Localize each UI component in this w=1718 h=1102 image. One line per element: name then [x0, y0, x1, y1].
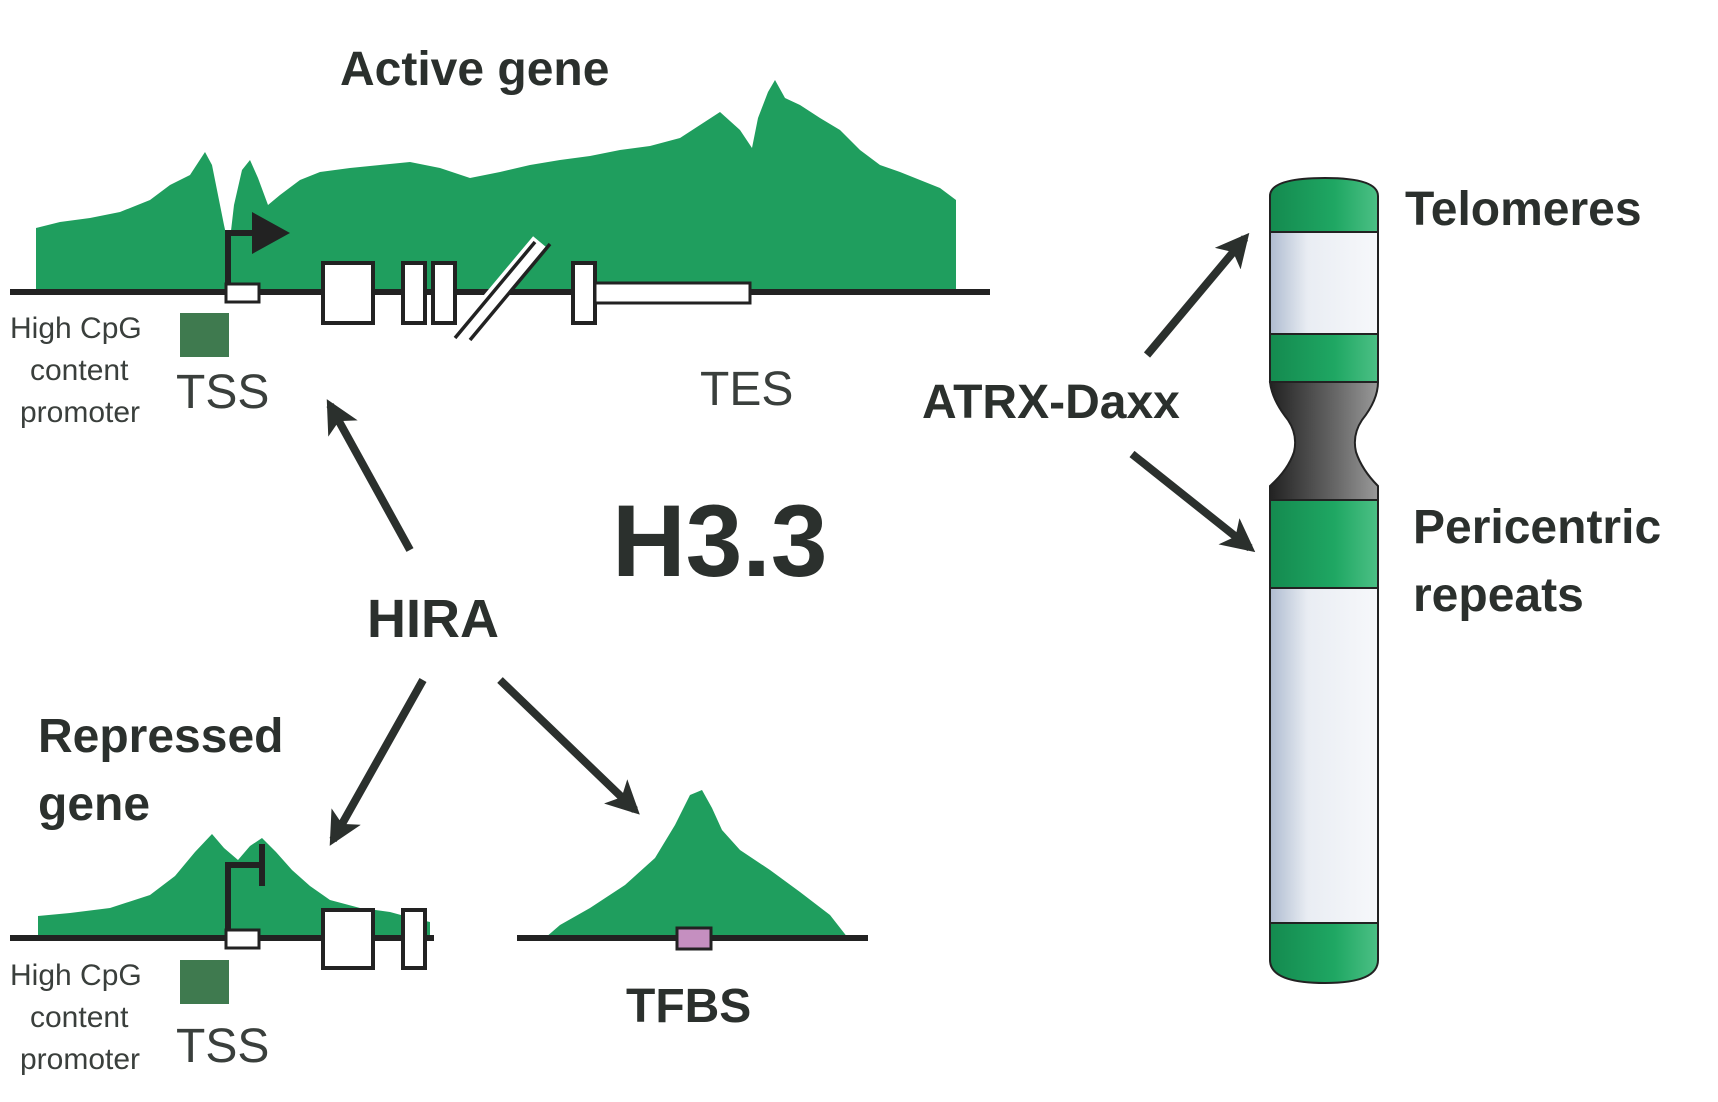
tss-label-active: TSS	[176, 366, 269, 419]
tss-arrow-icon	[225, 212, 290, 283]
pericentric-label-line2: repeats	[1413, 569, 1584, 622]
tss-label-repressed: TSS	[176, 1020, 269, 1073]
repressed-gene-exon-2	[401, 908, 427, 970]
active-gene-exon-3	[431, 261, 457, 325]
active-gene-enrichment-profile	[36, 80, 956, 292]
h33-title: H3.3	[612, 484, 827, 598]
telomeres-label: Telomeres	[1405, 183, 1642, 236]
promoter-label-active: promoter	[20, 396, 140, 429]
active-gene-exon-2	[401, 261, 427, 325]
hira-to-repressed-gene-arrow	[329, 678, 427, 846]
tfbs-box	[675, 926, 713, 951]
content-label-active: content	[30, 354, 129, 387]
high-cpg-label-repressed: High CpG	[10, 959, 142, 992]
tes-label: TES	[700, 363, 793, 416]
chromosome-icon	[1268, 176, 1380, 985]
hira-to-active-tss-arrow	[326, 399, 414, 552]
active-gene-promoter-box	[224, 282, 261, 304]
atrx-daxx-label: ATRX-Daxx	[922, 376, 1180, 429]
hira-to-tfbs-arrow	[497, 677, 640, 815]
active-gene-exon-1	[321, 261, 375, 325]
atrx-to-pericentric-arrow	[1129, 450, 1256, 553]
atrx-to-telomeres-arrow	[1143, 232, 1250, 358]
pericentric-label-line1: Pericentric	[1413, 501, 1661, 554]
tfbs-label: TFBS	[626, 980, 751, 1033]
cpg-square-repressed	[180, 960, 229, 1004]
active-gene-last-exon	[571, 261, 597, 325]
repressed-tss-icon	[225, 844, 265, 930]
tfbs-enrichment-profile	[545, 790, 848, 938]
promoter-label-repressed: promoter	[20, 1043, 140, 1076]
sequence-break-marks	[451, 236, 552, 346]
repressed-gene-promoter-box	[224, 928, 261, 950]
active-gene-utr	[593, 281, 752, 305]
repressed-gene-title-line2: gene	[38, 778, 150, 831]
cpg-square-active	[180, 313, 229, 357]
active-gene-title: Active gene	[340, 43, 609, 96]
repressed-gene-title-line1: Repressed	[38, 710, 283, 763]
high-cpg-label-active: High CpG	[10, 312, 142, 345]
repressed-gene-exon-1	[321, 908, 375, 970]
hira-label: HIRA	[367, 589, 499, 649]
content-label-repressed: content	[30, 1001, 129, 1034]
